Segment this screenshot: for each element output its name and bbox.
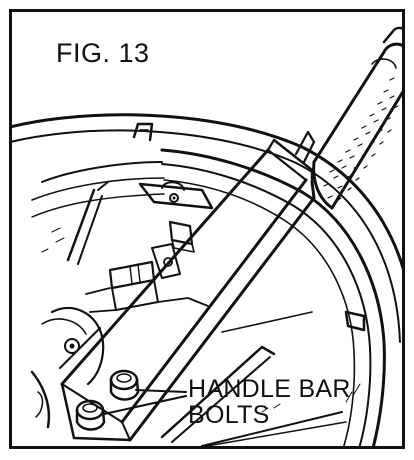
- handle-grip: [294, 26, 402, 210]
- callout-leader-lines: [103, 389, 187, 415]
- handle-bar-bolt-upper: [109, 369, 140, 401]
- wheel-tire: [12, 113, 402, 446]
- handle-bar-bolts-callout: HANDLE BAR BOLTS: [188, 376, 351, 429]
- rim-notch: [344, 310, 366, 332]
- handle-bar-bolt-lower: [75, 399, 106, 431]
- callout-line-1: HANDLE BAR: [188, 375, 351, 403]
- handle-bar: [60, 138, 316, 442]
- rim-hatching: [41, 227, 361, 413]
- wheel-hub: [30, 307, 105, 429]
- grip-texture: [323, 77, 399, 201]
- handle-bar-bolts-illustration: [12, 26, 402, 446]
- rim-tab: [132, 122, 154, 142]
- figure-label: FIG. 13: [56, 38, 150, 68]
- figure-frame: FIG. 13 HANDLE BAR BOLTS: [9, 9, 405, 449]
- axle-bracket: [85, 181, 214, 313]
- wheel-spokes: [59, 181, 347, 446]
- callout-line-2: BOLTS: [188, 401, 270, 430]
